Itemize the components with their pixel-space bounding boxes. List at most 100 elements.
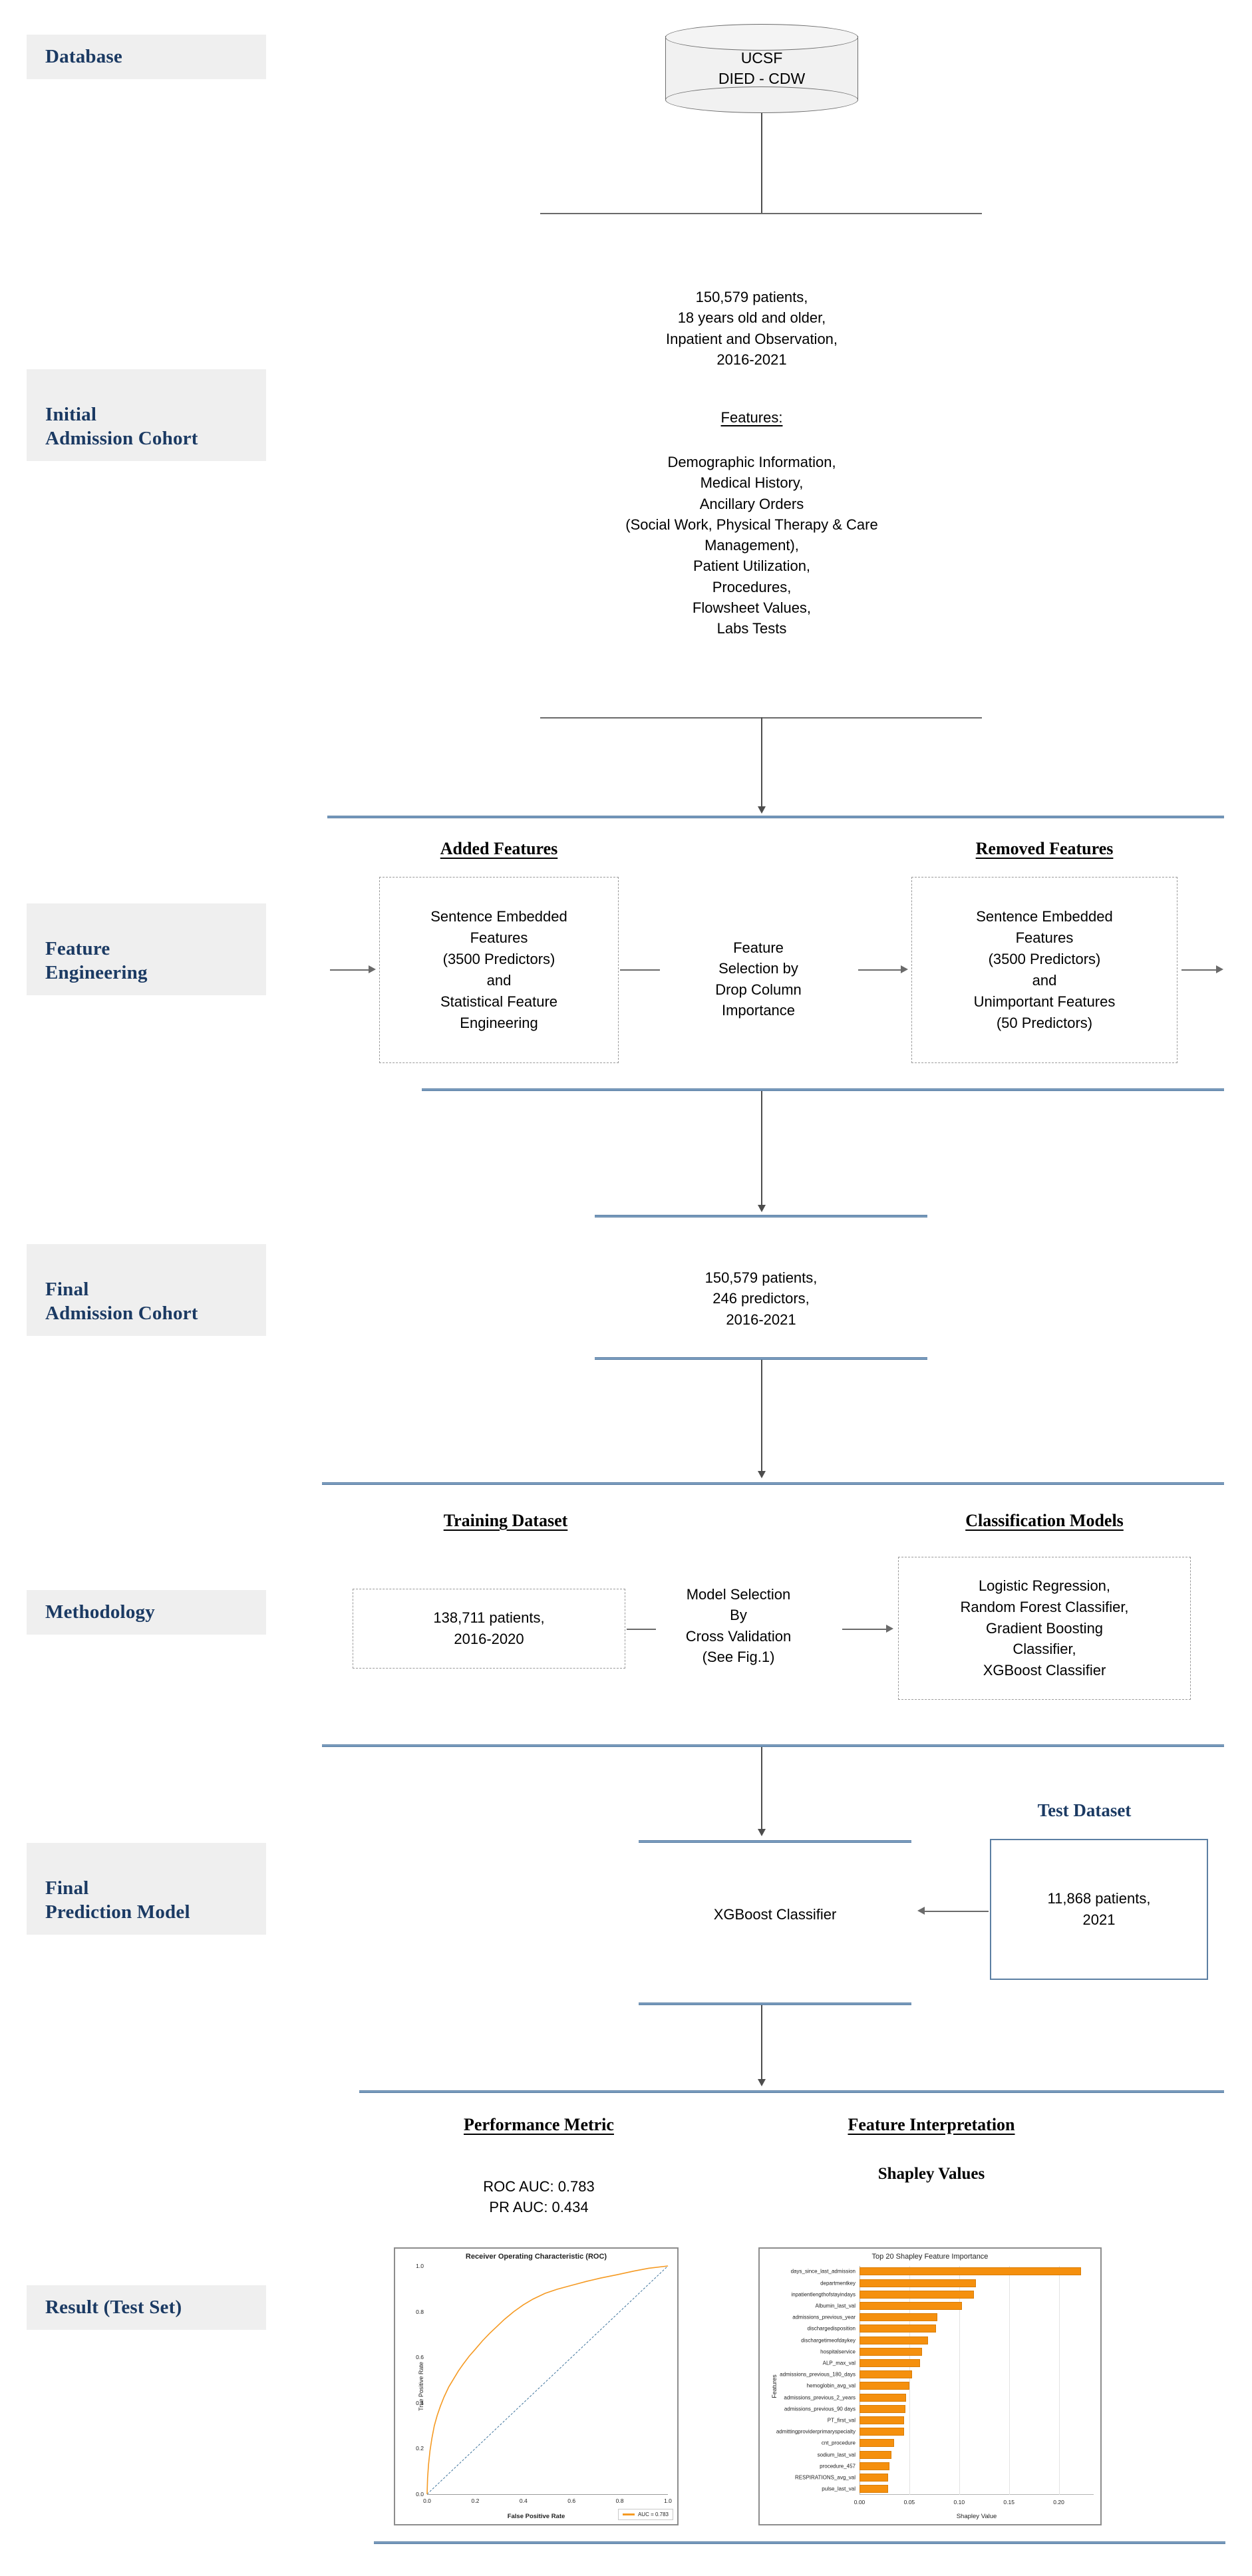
shapley-bar-row: PT_first_val bbox=[828, 2416, 1094, 2425]
test-dataset-heading: Test Dataset bbox=[978, 1798, 1191, 1823]
shapley-bar-label: ALP_max_val bbox=[822, 2360, 856, 2366]
connector-out-of-removed bbox=[1181, 969, 1216, 971]
shapley-bar-row: pulse_last_val bbox=[822, 2485, 1094, 2494]
connector-methodology-to-final-model bbox=[761, 1747, 762, 1830]
stage-label-methodology: Methodology bbox=[27, 1590, 266, 1635]
roc-plot-area: 0.0 0.2 0.4 0.6 0.8 1.0 0.0 0.2 0.4 0.6 … bbox=[416, 2263, 672, 2504]
section-rule-final-cohort-top bbox=[595, 1215, 927, 1217]
shapley-bar-label: admissions_previous_180_days bbox=[780, 2371, 856, 2378]
shapley-bar bbox=[860, 2382, 909, 2390]
removed-features-heading-text: Removed Features bbox=[975, 839, 1114, 858]
training-dataset-heading-text: Training Dataset bbox=[443, 1511, 568, 1530]
feature-selection-middle-text: Feature Selection by Drop Column Importa… bbox=[665, 917, 852, 1021]
performance-metric-values: ROC AUC: 0.783 PR AUC: 0.434 bbox=[399, 2156, 679, 2218]
shapley-bar-label: dischargedisposition bbox=[807, 2325, 856, 2332]
shapley-bar bbox=[860, 2416, 905, 2425]
shapley-x-tick: 0.00 bbox=[854, 2499, 865, 2505]
shapley-gridline bbox=[959, 2266, 960, 2495]
arrow-methodology-to-final-model bbox=[758, 1829, 766, 1836]
database-line-2: DIED - CDW bbox=[718, 70, 806, 88]
shapley-bar bbox=[860, 2313, 937, 2322]
shapley-bar-label: hemoglobin_avg_val bbox=[806, 2382, 856, 2389]
roc-y-tick-0: 0.0 bbox=[416, 2491, 424, 2497]
test-dataset-box: 11,868 patients, 2021 bbox=[990, 1839, 1208, 1980]
connector-final-model-to-result bbox=[761, 2005, 762, 2080]
shapley-y-axis-label: Features bbox=[770, 2374, 778, 2398]
shapley-bar-label: inpatientlengthofstayindays bbox=[791, 2291, 856, 2298]
shapley-bar-row: admissions_previous_90 days bbox=[784, 2404, 1094, 2413]
stage-label-initial-cohort: Initial Admission Cohort bbox=[27, 369, 266, 462]
arrow-final-cohort-to-methodology bbox=[758, 1471, 766, 1478]
shapley-bar-row: hemoglobin_avg_val bbox=[807, 2382, 1094, 2390]
roc-x-tick-3: 0.6 bbox=[567, 2497, 576, 2504]
shapley-bar bbox=[860, 2279, 977, 2287]
database-cylinder: UCSF DIED - CDW bbox=[665, 24, 858, 117]
shapley-bar-label: Albumin_last_val bbox=[815, 2303, 856, 2309]
added-features-heading-text: Added Features bbox=[440, 839, 558, 858]
arrow-into-added-features bbox=[369, 965, 376, 973]
features-list-text: Demographic Information, Medical History… bbox=[625, 454, 878, 637]
cylinder-top-shape bbox=[665, 24, 858, 51]
roc-y-tick-5: 1.0 bbox=[416, 2263, 424, 2269]
roc-x-tick-0: 0.0 bbox=[423, 2497, 431, 2504]
stage-label-result-text: Result (Test Set) bbox=[45, 2297, 182, 2318]
roc-x-tick-1: 0.2 bbox=[471, 2497, 480, 2504]
roc-chart-title: Receiver Operating Characteristic (ROC) bbox=[465, 2253, 607, 2261]
shapley-bar bbox=[860, 2359, 921, 2368]
feature-interpretation-value: Shapley Values bbox=[758, 2162, 1104, 2186]
removed-features-box-text: Sentence Embedded Features (3500 Predict… bbox=[973, 908, 1116, 1031]
shapley-bar bbox=[860, 2336, 929, 2344]
arrow-model-selection-to-models bbox=[886, 1625, 893, 1633]
connector-test-dataset-to-classifier bbox=[925, 1911, 989, 1912]
connector-initial-cohort-crossbar bbox=[540, 213, 982, 214]
feature-interpretation-value-text: Shapley Values bbox=[877, 2165, 985, 2183]
performance-metric-values-text: ROC AUC: 0.783 PR AUC: 0.434 bbox=[483, 2178, 595, 2216]
feature-interpretation-heading: Feature Interpretation bbox=[758, 2113, 1104, 2138]
stage-label-feature-engineering-text: Feature Engineering bbox=[45, 938, 148, 983]
arrow-initial-to-feature-eng bbox=[758, 806, 766, 814]
shapley-bar-row: admissions_previous_180_days bbox=[780, 2370, 1094, 2379]
shapley-bar-label: hospitalservice bbox=[820, 2348, 856, 2355]
added-features-heading: Added Features bbox=[373, 837, 625, 862]
connector-model-selection-to-models bbox=[842, 1629, 886, 1630]
shapley-x-tick: 0.20 bbox=[1053, 2499, 1064, 2505]
shapley-bar-row: procedure_457 bbox=[820, 2462, 1094, 2470]
stage-label-initial-cohort-text: Initial Admission Cohort bbox=[45, 404, 198, 449]
shapley-bar bbox=[860, 2462, 889, 2470]
training-dataset-heading: Training Dataset bbox=[373, 1509, 639, 1533]
shapley-bar-row: ALP_max_val bbox=[823, 2359, 1094, 2368]
removed-features-box: Sentence Embedded Features (3500 Predict… bbox=[911, 877, 1177, 1063]
cylinder-bottom-shape bbox=[665, 86, 858, 113]
stage-label-final-cohort: Final Admission Cohort bbox=[27, 1244, 266, 1337]
removed-features-heading: Removed Features bbox=[905, 837, 1184, 862]
roc-y-tick-1: 0.2 bbox=[416, 2445, 424, 2452]
added-features-box-text: Sentence Embedded Features (3500 Predict… bbox=[430, 908, 567, 1031]
connector-final-cohort-to-methodology bbox=[761, 1360, 762, 1472]
stage-label-final-cohort-text: Final Admission Cohort bbox=[45, 1279, 198, 1324]
shapley-x-axis-line bbox=[860, 2494, 1094, 2495]
section-rule-feature-engineering-bottom bbox=[422, 1088, 1224, 1091]
shapley-gridline bbox=[1009, 2266, 1010, 2495]
shapley-bar bbox=[860, 2290, 975, 2299]
shapley-bar bbox=[860, 2302, 963, 2311]
shapley-bar-row: dischargedisposition bbox=[808, 2325, 1094, 2333]
feature-selection-text: Feature Selection by Drop Column Importa… bbox=[715, 939, 802, 1019]
roc-chance-diagonal bbox=[427, 2266, 668, 2494]
roc-x-tick-4: 0.8 bbox=[615, 2497, 624, 2504]
shapley-bar bbox=[860, 2485, 889, 2494]
performance-metric-heading-text: Performance Metric bbox=[464, 2115, 614, 2134]
shapley-bar-row: dischargetimeofdaykey bbox=[801, 2336, 1094, 2344]
shapley-bar-row: admissions_previous_year bbox=[792, 2313, 1094, 2322]
shapley-bar-row: Albumin_last_val bbox=[816, 2302, 1094, 2311]
performance-metric-heading: Performance Metric bbox=[399, 2113, 679, 2138]
section-rule-feature-engineering-top bbox=[327, 816, 1224, 818]
shapley-bar-label: procedure_457 bbox=[820, 2463, 856, 2470]
database-line-1: UCSF bbox=[740, 49, 783, 67]
shapley-bar-label: admissions_previous_90 days bbox=[784, 2406, 856, 2412]
shapley-chart-title: Top 20 Shapley Feature Importance bbox=[871, 2253, 989, 2261]
model-selection-text-block: Model Selection By Cross Validation (See… bbox=[639, 1563, 838, 1667]
classification-models-heading-text: Classification Models bbox=[965, 1511, 1124, 1530]
stage-label-final-model: Final Prediction Model bbox=[27, 1843, 266, 1935]
shapley-bar-label: PT_first_val bbox=[827, 2417, 856, 2424]
